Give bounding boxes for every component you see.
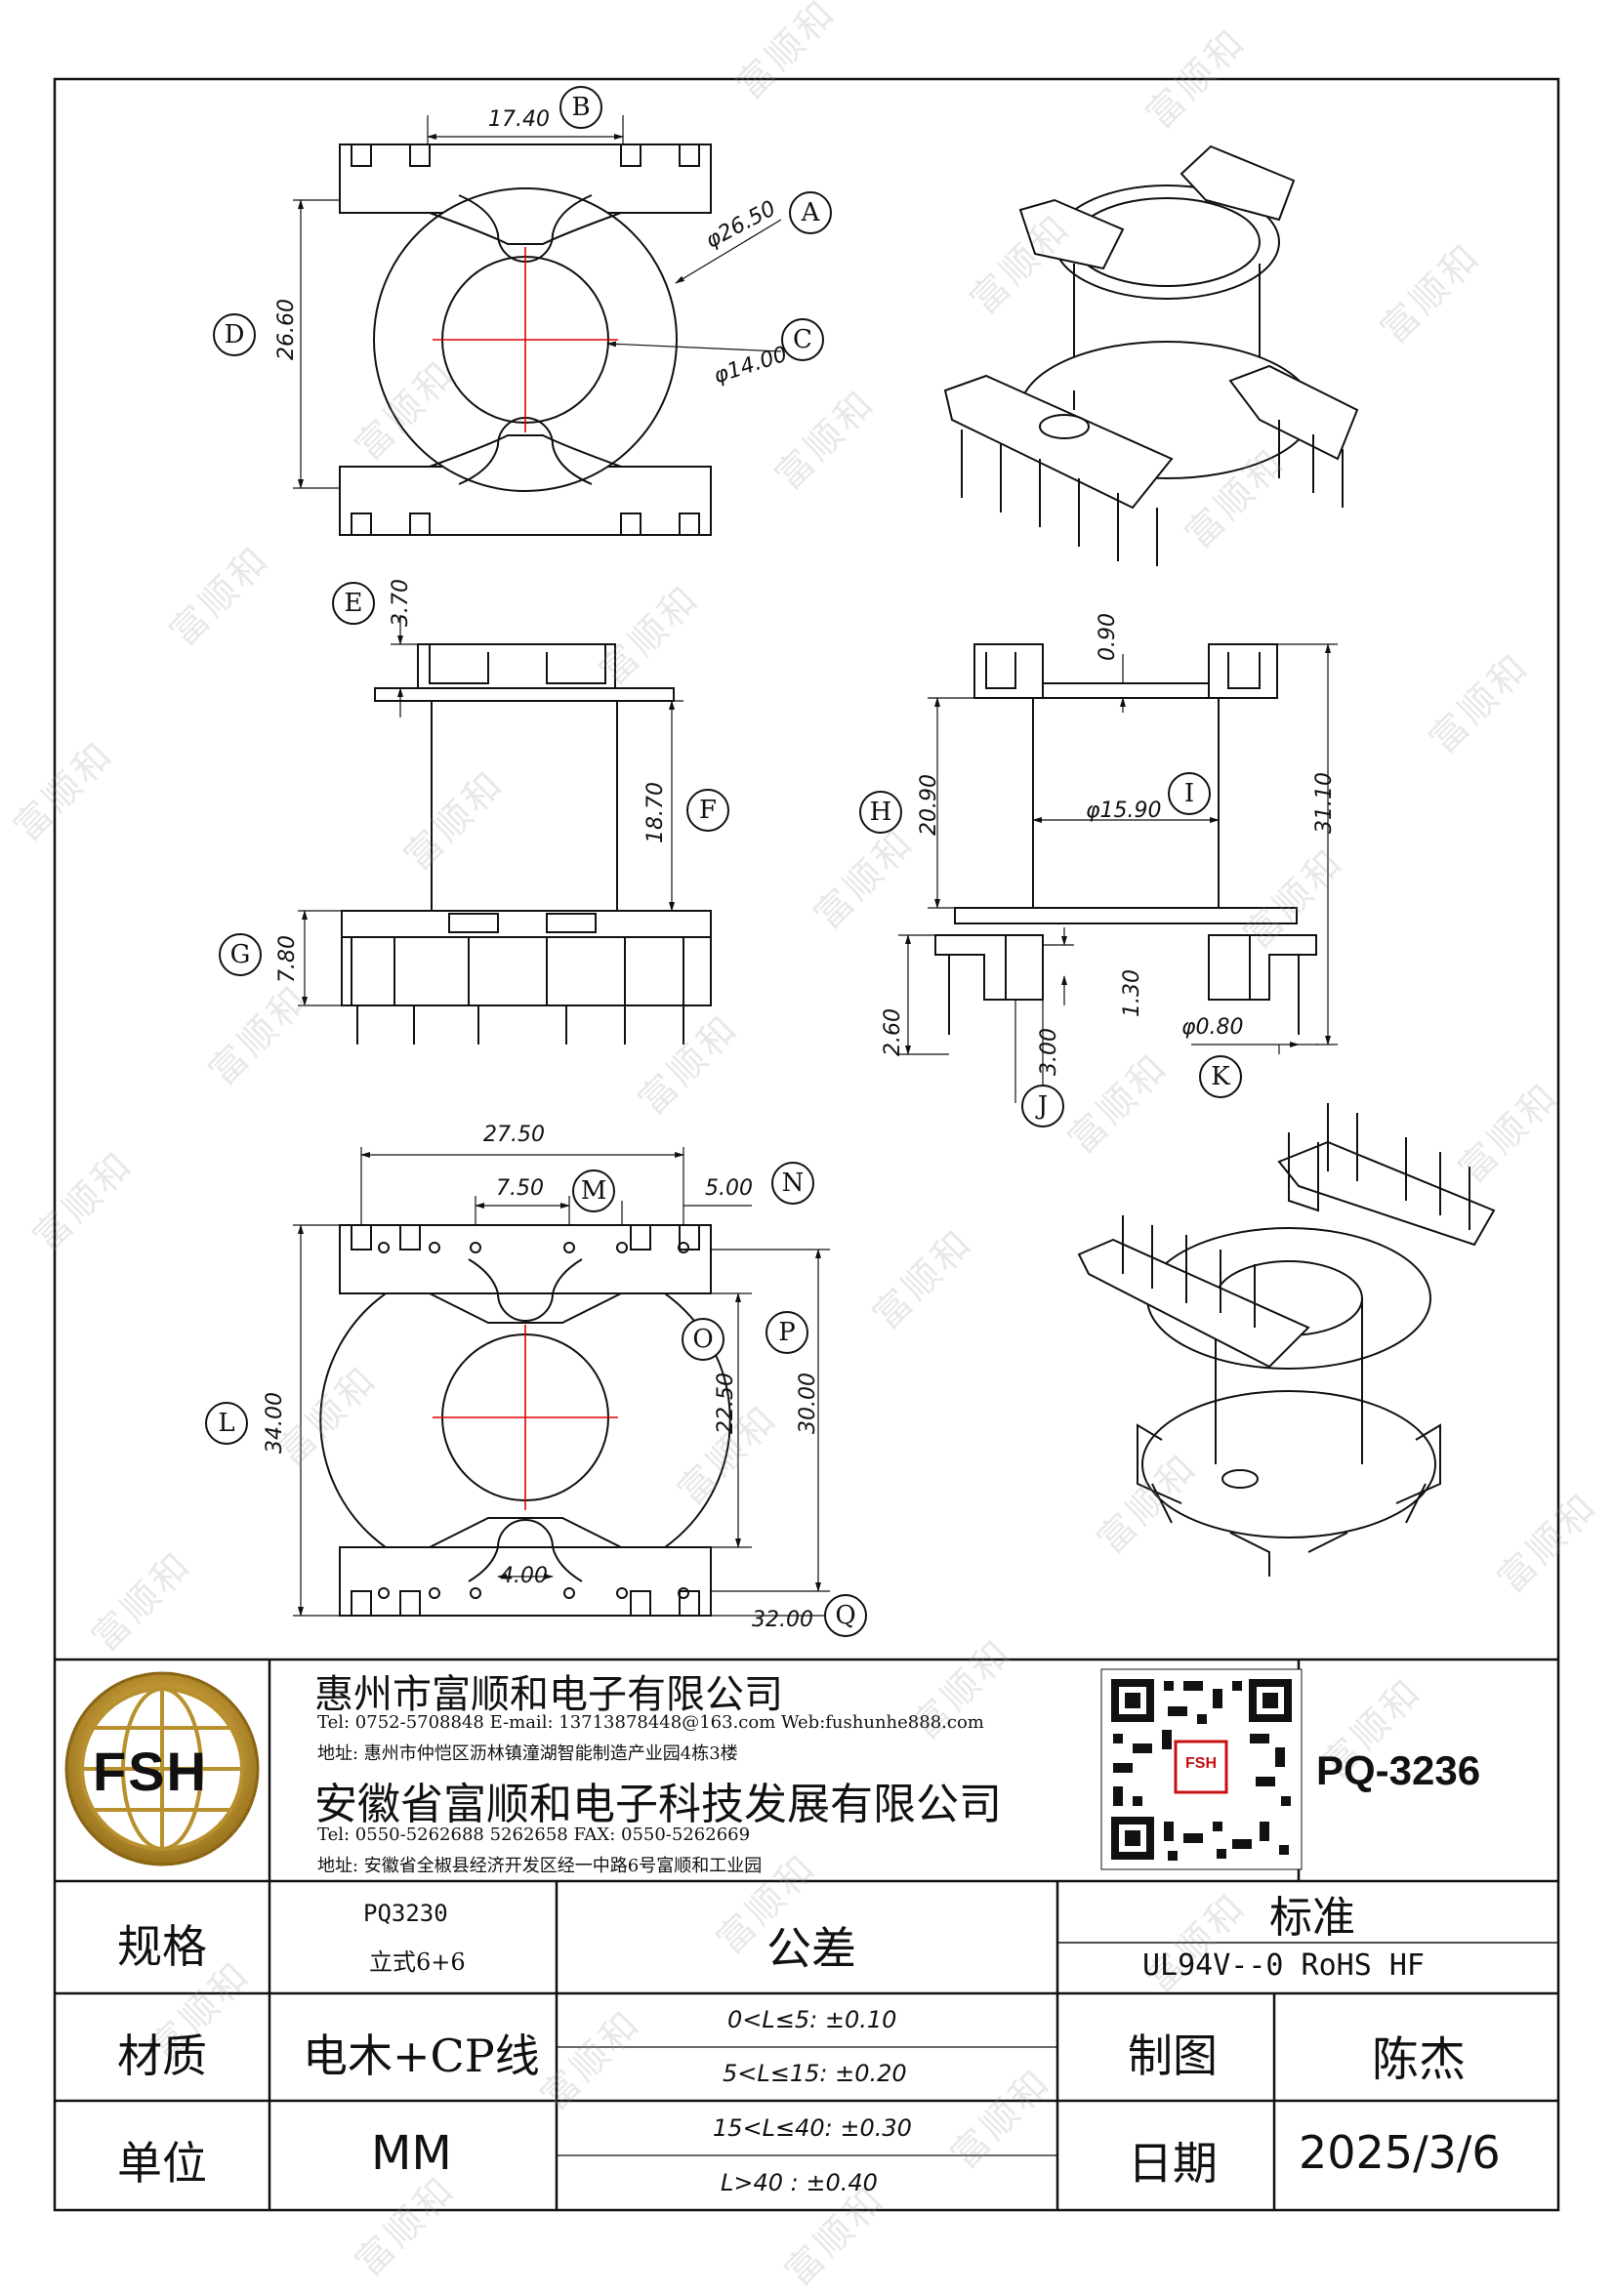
iso-view-1: [943, 144, 1359, 566]
dim-label: 17.40: [488, 107, 550, 132]
dim-label: 22.50: [713, 1373, 738, 1434]
callout-b: B: [559, 86, 602, 129]
date-value: 2025/3/6: [1299, 2126, 1501, 2179]
qr-label: FSH: [1185, 1755, 1217, 1772]
dim-label: 32.00: [752, 1608, 813, 1632]
iso-view-2: [1077, 1103, 1496, 1577]
tolerance-row-3: 15<L≤40: ±0.30: [713, 2114, 912, 2142]
callout-f: F: [686, 789, 729, 832]
tolerance-row-4: L>40 : ±0.40: [721, 2169, 878, 2196]
spec-value-model: PQ3230: [363, 1900, 448, 1927]
dim-label: 18.70: [642, 782, 668, 843]
dim-label: 34.00: [262, 1392, 287, 1454]
callout-j: J: [1021, 1085, 1064, 1128]
dim-label: 2.60: [880, 1008, 905, 1056]
material-value: 电木+CP线: [303, 2030, 540, 2082]
dim-label: 20.90: [916, 774, 941, 836]
company-2-address: 地址: 安徽省全椒县经济开发区经一中路6号富顺和工业园: [317, 1856, 763, 1876]
callout-k: K: [1199, 1055, 1242, 1098]
dim-label: 31.10: [1311, 772, 1337, 834]
dim-label: 0.90: [1095, 613, 1120, 661]
company-name-1: 惠州市富顺和电子有限公司: [314, 1672, 783, 1717]
spec-label: 规格: [117, 1920, 207, 1973]
center-lines-top: [433, 247, 618, 432]
spec-value-type: 立式6+6: [369, 1948, 466, 1976]
dim-label: 3.00: [1036, 1028, 1061, 1076]
callout-c: C: [781, 318, 824, 361]
front-view: [298, 615, 712, 1045]
callout-o: O: [682, 1318, 724, 1361]
material-label: 材质: [117, 2030, 207, 2082]
dim-label: 1.30: [1119, 969, 1144, 1017]
part-number: PQ-3236: [1316, 1747, 1481, 1793]
fsh-logo: [64, 1671, 260, 1866]
tolerance-label: 公差: [766, 1922, 856, 1975]
dim-label: 4.00: [500, 1564, 548, 1588]
drawn-by-value: 陈杰: [1372, 2032, 1467, 2087]
tolerance-row-1: 0<L≤5: ±0.10: [727, 2006, 897, 2033]
dim-label: 7.80: [274, 935, 300, 983]
standard-value: UL94V--0 RoHS HF: [1142, 1948, 1425, 1983]
callout-l: L: [205, 1402, 248, 1445]
unit-label: 单位: [117, 2137, 207, 2190]
bottom-view: [293, 1147, 830, 1617]
callout-g: G: [219, 933, 262, 976]
standard-label: 标准: [1269, 1893, 1355, 1943]
company-2-contact: Tel: 0550-5262688 5262658 FAX: 0550-5262…: [317, 1824, 751, 1845]
logo-text: FSH: [93, 1741, 208, 1802]
center-lines-bottom: [433, 1325, 618, 1510]
dim-label: 7.50: [496, 1176, 544, 1201]
company-1-address: 地址: 惠州市仲恺区沥林镇潼湖智能制造产业园4栋3楼: [317, 1743, 738, 1764]
callout-i: I: [1168, 772, 1211, 815]
dim-label: 26.60: [273, 299, 299, 360]
qr-code: [1100, 1668, 1303, 1870]
callout-m: M: [572, 1169, 615, 1212]
callout-p: P: [766, 1311, 808, 1354]
side-view: [898, 643, 1338, 1103]
callout-d: D: [213, 313, 256, 356]
drawn-by-label: 制图: [1128, 2030, 1218, 2082]
dim-label: φ0.80: [1181, 1015, 1244, 1040]
date-label: 日期: [1128, 2137, 1218, 2190]
dim-label: φ15.90: [1086, 799, 1162, 823]
callout-e: E: [332, 582, 375, 625]
dim-label: 3.70: [388, 579, 413, 627]
callout-n: N: [771, 1162, 814, 1205]
callout-h: H: [859, 791, 902, 834]
company-1-contact: Tel: 0752-5708848 E-mail: 13713878448@16…: [317, 1712, 984, 1733]
callout-a: A: [789, 191, 832, 234]
sheet-border: [53, 77, 1560, 2212]
callout-q: Q: [824, 1594, 867, 1637]
dim-label: 5.00: [705, 1176, 753, 1201]
unit-value: MM: [371, 2126, 452, 2181]
company-name-2: 安徽省富顺和电子科技发展有限公司: [314, 1780, 1002, 1829]
tolerance-row-2: 5<L≤15: ±0.20: [723, 2060, 907, 2087]
dim-label: 27.50: [483, 1123, 545, 1147]
top-view: [293, 115, 782, 536]
dim-label: 30.00: [795, 1373, 820, 1434]
